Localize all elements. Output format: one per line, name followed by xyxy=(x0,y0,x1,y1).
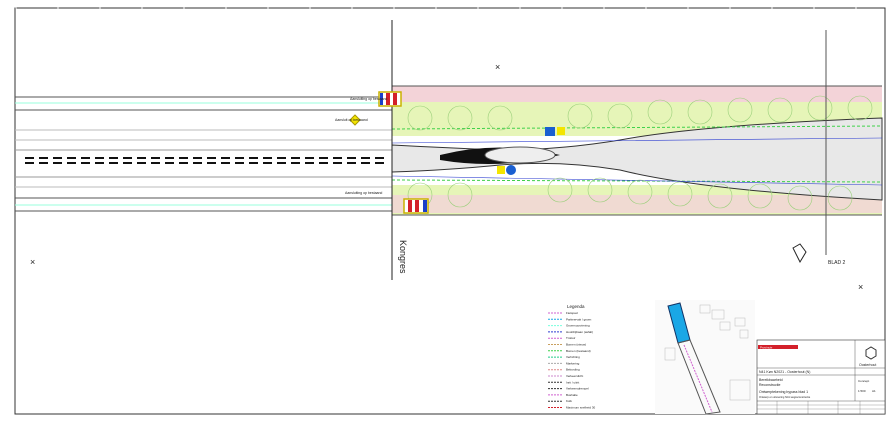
legend-item: Bebording xyxy=(566,368,580,372)
legend-title: Legenda xyxy=(567,304,585,309)
sheet-label: BLAD 2 xyxy=(828,260,845,266)
title-block: Provincie N41 Køn N2021 - Oosterhout (N)… xyxy=(756,339,886,415)
north-arrow-icon xyxy=(792,243,807,264)
warning-sign-icon xyxy=(349,114,361,126)
status: Concept xyxy=(858,379,869,383)
logo-text: Oosterhout xyxy=(859,363,876,367)
scale: 1:500 xyxy=(858,389,866,393)
legend-item: Verkeersdrempel xyxy=(566,387,589,391)
road-sign-south xyxy=(403,198,429,214)
street-label: Kongres xyxy=(398,240,408,274)
legend-item: Verlichting xyxy=(566,355,580,359)
sign-label: Aansluit op bestaand xyxy=(335,118,368,122)
legend-item: Groenvoorziening xyxy=(566,324,590,328)
svg-text:×: × xyxy=(495,62,500,72)
title-3: Ontwerptekening bypass blad 1 xyxy=(759,390,808,394)
sign-label: Aansluiting op bestaand xyxy=(350,97,387,101)
legend-item: Verkeerslicht xyxy=(566,374,583,378)
company-logo-icon xyxy=(865,346,877,360)
title-4: Ontwerp en uitvoering N41 wegreconstruct… xyxy=(759,395,811,399)
format: A1 xyxy=(872,389,876,393)
company-tag: Provincie xyxy=(760,346,773,350)
sign-label: Aansluiting op bestaand xyxy=(345,191,382,195)
legend-item: Markering xyxy=(566,361,580,365)
blue-sign-icon xyxy=(506,165,516,175)
trees xyxy=(407,95,873,211)
title-1: Bereikbaarheid xyxy=(759,378,783,382)
east-road xyxy=(391,85,883,216)
legend-item: Maximum snelheid 30 xyxy=(566,406,596,410)
legend-item: Hoofdrijbaan (asfalt) xyxy=(566,330,593,334)
blue-sign-icon xyxy=(545,127,555,136)
project-line: N41 Køn N2021 - Oosterhout (N) xyxy=(759,370,810,374)
legend-item: Bomen (bestaand) xyxy=(566,349,591,353)
legend-item: Bushalte xyxy=(566,393,578,397)
location-map xyxy=(655,300,755,415)
legend-item: Kolk xyxy=(566,399,572,403)
legend-item: Bomen (nieuw) xyxy=(566,343,586,347)
road-sign-north xyxy=(378,91,402,107)
title-2: Reconstructie xyxy=(759,383,780,387)
legend-item: Parkeervak / groen xyxy=(566,317,592,321)
west-road xyxy=(15,96,392,212)
legend-item: Inrit / uitrit xyxy=(566,380,579,384)
legend-item: Fietspad xyxy=(566,311,578,315)
svg-text:×: × xyxy=(30,257,35,267)
legend-item: Trottoir xyxy=(566,336,575,340)
svg-text:×: × xyxy=(858,282,863,292)
